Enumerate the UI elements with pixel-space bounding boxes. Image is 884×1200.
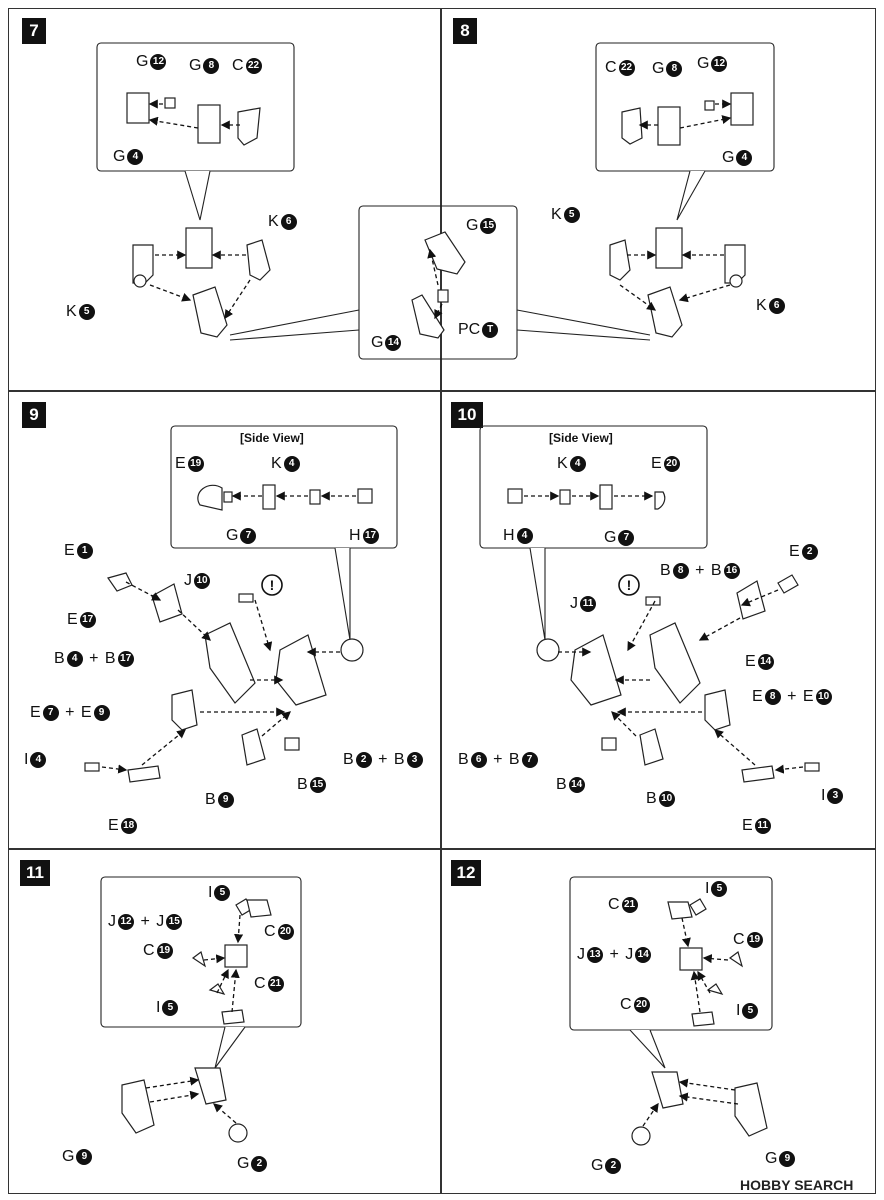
step8-detail-box [595, 42, 775, 172]
row-divider-1 [8, 390, 876, 392]
column-divider [440, 8, 442, 1194]
step10-warning-mark: ! [627, 577, 632, 593]
step9-warning-mark: ! [270, 577, 275, 593]
step-badge-12: 12 [451, 860, 481, 886]
shared-detail-box [358, 205, 518, 360]
step-badge-7: 7 [22, 18, 46, 44]
step10-side-view-title: [Side View] [549, 431, 613, 445]
step11-detail-box [100, 876, 302, 1028]
step10-side-view-box [479, 425, 708, 549]
step-badge-9: 9 [22, 402, 46, 428]
step10-warning-icon [618, 574, 640, 596]
instruction-grid [8, 8, 876, 1194]
step-badge-11: 11 [20, 860, 50, 886]
step-badge-10: 10 [451, 402, 483, 428]
step9-side-view-box [170, 425, 398, 549]
watermark: HOBBY SEARCH [740, 1177, 854, 1193]
row-divider-2 [8, 848, 876, 850]
step9-side-view-title: [Side View] [240, 431, 304, 445]
step9-warning-icon [261, 574, 283, 596]
step12-detail-box [569, 876, 773, 1031]
step-badge-8: 8 [453, 18, 477, 44]
